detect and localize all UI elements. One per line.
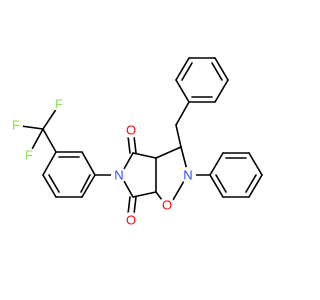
- bond-n-c-top: [123, 152, 134, 170]
- bond-aryl-5: [81, 151, 96, 176]
- o-ring-label: O: [162, 198, 172, 213]
- bond-aryl-1: [42, 151, 57, 176]
- bond-co-top-a: [127, 135, 131, 154]
- o-carbonyl-top-label: O: [126, 123, 136, 138]
- bond-c3a-c3: [155, 146, 182, 159]
- bond-ph1-1: [175, 101, 190, 126]
- molecule-structure-diagram: F F F N O O O N: [9, 57, 263, 228]
- bond-ph2-4: [248, 174, 263, 198]
- bond-ph1-2: [175, 79, 190, 103]
- bond-ph2-3: [248, 152, 263, 176]
- f1-background: [9, 118, 23, 132]
- bond-c3-n2: [180, 146, 188, 171]
- f2-label: F: [25, 148, 33, 163]
- n1-label: N: [114, 168, 123, 183]
- bond-c-top-c3a: [132, 152, 157, 159]
- f1-label: F: [12, 118, 20, 133]
- n2-label: N: [183, 168, 192, 183]
- bond-aryl-inner-2: [80, 174, 91, 193]
- n2-background: [180, 167, 196, 183]
- bond-aryl-2: [42, 174, 57, 198]
- bond-c-bottom-c6a: [132, 191, 157, 198]
- bond-ph1-6: [214, 79, 229, 103]
- bonds: [20, 57, 263, 215]
- bond-n2-o1: [172, 180, 185, 201]
- bond-ph1-inner-1: [181, 62, 193, 81]
- bond-ph2-6: [209, 174, 224, 198]
- bond-co-bottom-a: [127, 196, 131, 215]
- bond-o1-c6a: [155, 191, 163, 201]
- atom-labels: F F F N O O O N: [9, 97, 196, 228]
- o-carbonyl-bottom-label: O: [126, 213, 136, 228]
- bond-n-c-bottom: [123, 180, 134, 198]
- bond-c3-phenyl: [175, 124, 182, 148]
- n1-background: [111, 167, 127, 183]
- bond-co-bottom-b: [133, 196, 137, 215]
- bond-aryl-4: [81, 174, 96, 198]
- bond-ph1-5: [214, 57, 229, 81]
- f2-background: [22, 148, 36, 162]
- o-carbonyl-top-background: [123, 122, 139, 138]
- o-ring-background: [159, 197, 175, 213]
- bond-cf3-f3: [42, 107, 58, 130]
- bond-co-top-b: [133, 135, 137, 154]
- bond-cf3-aryl: [42, 128, 57, 153]
- bond-ph2-1: [209, 152, 224, 176]
- bond-ph1-3: [175, 57, 190, 81]
- bond-ph1-inner-2: [211, 62, 223, 81]
- bond-cf3-f2: [30, 128, 44, 152]
- o-carbonyl-bottom-background: [123, 212, 139, 228]
- bond-cf3-f1: [20, 125, 44, 130]
- bond-ph2-inner-3: [215, 174, 227, 193]
- bond-aryl-inner-1: [48, 174, 60, 193]
- f3-label: F: [55, 97, 63, 112]
- f3-background: [52, 97, 66, 111]
- bond-ph2-inner-2: [245, 174, 257, 193]
